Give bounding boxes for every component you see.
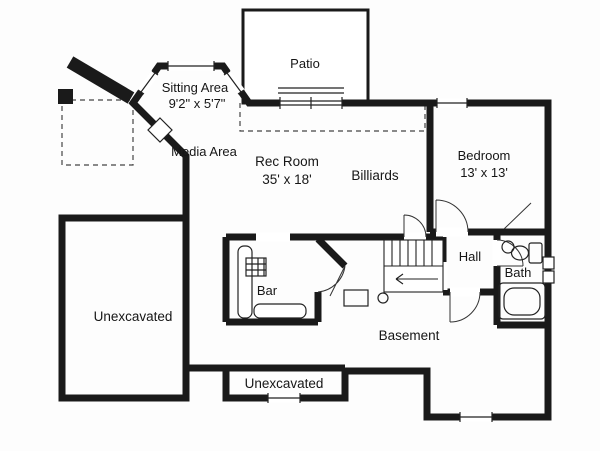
closet-door-icon — [503, 202, 532, 230]
patio-step-lines — [278, 87, 344, 94]
label-bar: Bar — [257, 283, 278, 298]
label-hall: Hall — [459, 249, 482, 264]
windows — [137, 61, 493, 422]
wall-fixture-icon-2 — [542, 270, 555, 284]
toilet-tank-icon — [528, 242, 543, 264]
wall-fixture-icon-1 — [542, 256, 555, 270]
dashed-ceiling-line — [239, 103, 426, 132]
stair-door-icon — [403, 214, 427, 238]
bath-fixtures — [498, 240, 546, 320]
bay-window-left-icon — [137, 70, 159, 95]
exterior-wall-path — [58, 62, 552, 421]
room-labels: Patio Sitting Area 9'2" x 5'7" Media Are… — [94, 56, 532, 391]
chimney — [58, 56, 135, 104]
basement-entry-door-icon — [317, 265, 346, 297]
label-media-area: Media Area — [171, 144, 238, 159]
dashed-overhead-lines — [61, 99, 426, 166]
stairs-direction-arrow — [395, 273, 438, 285]
equipment-box-icon — [343, 289, 369, 307]
label-rec-room: Rec Room — [255, 154, 319, 169]
basement-equipment — [343, 289, 389, 307]
floor-drain-icon — [377, 292, 389, 304]
label-unexcavated-bottom: Unexcavated — [245, 376, 324, 391]
basement-door-icon — [449, 291, 481, 323]
bathtub-inner-icon — [503, 287, 541, 316]
block-window-icon — [459, 412, 493, 422]
label-patio: Patio — [290, 56, 320, 71]
basement-entry-angled-wall — [315, 236, 348, 269]
bay-window-center-icon — [167, 61, 215, 71]
bedroom-window-icon — [436, 98, 468, 108]
chimney-base — [58, 89, 73, 104]
chimney-wall — [66, 56, 135, 104]
bar-counter-horizontal — [253, 303, 307, 319]
bar-sink-icon — [245, 257, 267, 277]
toilet-bowl-icon — [510, 245, 530, 261]
label-basement: Basement — [379, 328, 440, 343]
label-bedroom: Bedroom — [458, 148, 511, 163]
label-sitting-area-dim: 9'2" x 5'7" — [169, 96, 226, 111]
label-sitting-area: Sitting Area — [162, 80, 229, 95]
media-corner-cabinet-icon — [147, 117, 173, 143]
exterior-walls — [58, 62, 552, 421]
stairs — [383, 239, 444, 293]
label-bath: Bath — [505, 265, 532, 280]
bathtub-outline-icon — [498, 282, 546, 320]
doors — [317, 199, 532, 323]
interior-walls — [182, 103, 548, 372]
bath-sink-icon — [501, 240, 515, 254]
label-billiards: Billiards — [351, 168, 399, 183]
patio-sliding-door-icon — [279, 97, 343, 109]
bar-counter — [237, 245, 307, 319]
dashed-porch-outline — [61, 99, 134, 166]
bath-wall-fixtures — [542, 256, 555, 284]
label-bedroom-dim: 13' x 13' — [460, 165, 508, 180]
stairs-treads — [391, 240, 433, 266]
label-rec-room-dim: 35' x 18' — [262, 172, 311, 187]
bar-counter-vertical — [237, 245, 253, 319]
bay-window-right-icon — [223, 70, 245, 95]
bar-sink-grid — [246, 258, 266, 276]
label-unexcavated-left: Unexcavated — [94, 309, 173, 324]
bedroom-door-icon — [435, 199, 469, 233]
strip-window-icon — [267, 393, 301, 403]
